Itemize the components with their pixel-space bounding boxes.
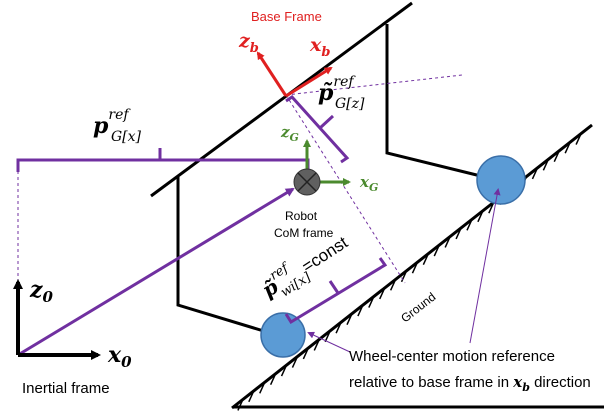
ground-hatch-line (259, 381, 266, 394)
ground-hatch-line (248, 390, 255, 403)
x0-label: x0 (107, 342, 132, 371)
left-leg (176, 177, 291, 341)
ground-slope (231, 123, 593, 410)
xG-label: xG (359, 173, 378, 194)
pGz-bracket (285, 95, 350, 164)
inertial-frame-label: Inertial frame (22, 380, 110, 397)
com-marker-cross-2 (297, 172, 317, 192)
ground-hatch-line (302, 347, 310, 360)
ground-hatch-line (357, 304, 364, 317)
wheel-annotation-line1: Wheel-center motion reference (349, 348, 555, 365)
wheel-annotation-line2: relative to base frame in xb direction (349, 373, 591, 394)
ground-hatch-line (422, 253, 430, 265)
ground-hatch-line (477, 210, 484, 223)
left-wheel (260, 312, 306, 358)
ground-hatch-line (280, 364, 288, 377)
base-frame-title: Base Frame (251, 9, 322, 24)
zb-axis-arrow (256, 51, 288, 97)
ground-hatch-line (379, 287, 386, 300)
ground-hatch-line (466, 219, 473, 231)
robot-com-label-line1: Robot (285, 209, 318, 223)
ground-hatch-line (389, 279, 397, 291)
callout-arrow-right-wheel (469, 188, 501, 344)
body-top-plate (150, 1, 413, 198)
ground-hatch-line (335, 321, 342, 334)
ground-hatch-line (237, 399, 244, 411)
xb-axis-arrow (285, 66, 333, 98)
ground-hatch-line (313, 339, 320, 351)
right-wheel (476, 155, 526, 205)
ground-hatch-line (346, 313, 353, 325)
xb-label: xb (309, 34, 330, 60)
ground-hatch-line (444, 236, 451, 248)
ground-hatch-line (324, 330, 331, 343)
ground-hatch-line (433, 244, 440, 257)
ground-hatch-line (269, 373, 277, 386)
pGx-bracket (16, 158, 310, 172)
ground-hatch-line (575, 133, 582, 145)
ground-hatch-line (400, 270, 408, 283)
pGz-bracket-tick (318, 114, 335, 130)
ground-hatch-line (564, 141, 571, 154)
ground-hatch-line (411, 261, 419, 274)
ground-hatch-line (531, 167, 539, 180)
robot-com-label-line2: CoM frame (274, 226, 334, 240)
com-position-vector (17, 187, 295, 357)
ground-hatch-line (542, 158, 550, 171)
normal-dashed-line (285, 94, 406, 284)
ground-hatch-line (368, 296, 375, 308)
zb-label: zb (238, 30, 259, 56)
z0-label: z0 (29, 277, 54, 306)
ground-hatch-line (455, 227, 462, 240)
pwi-bracket (284, 257, 388, 325)
pwi-bracket-tick (328, 280, 340, 294)
ground-hatch-line (553, 150, 560, 163)
ground-hatch-line (291, 356, 299, 368)
right-leg (385, 24, 498, 182)
ground-hatch-line (488, 201, 495, 214)
zG-label: zG (280, 123, 299, 144)
callout-arrow-left-wheel (307, 331, 351, 353)
ground-label: Ground (398, 290, 438, 326)
